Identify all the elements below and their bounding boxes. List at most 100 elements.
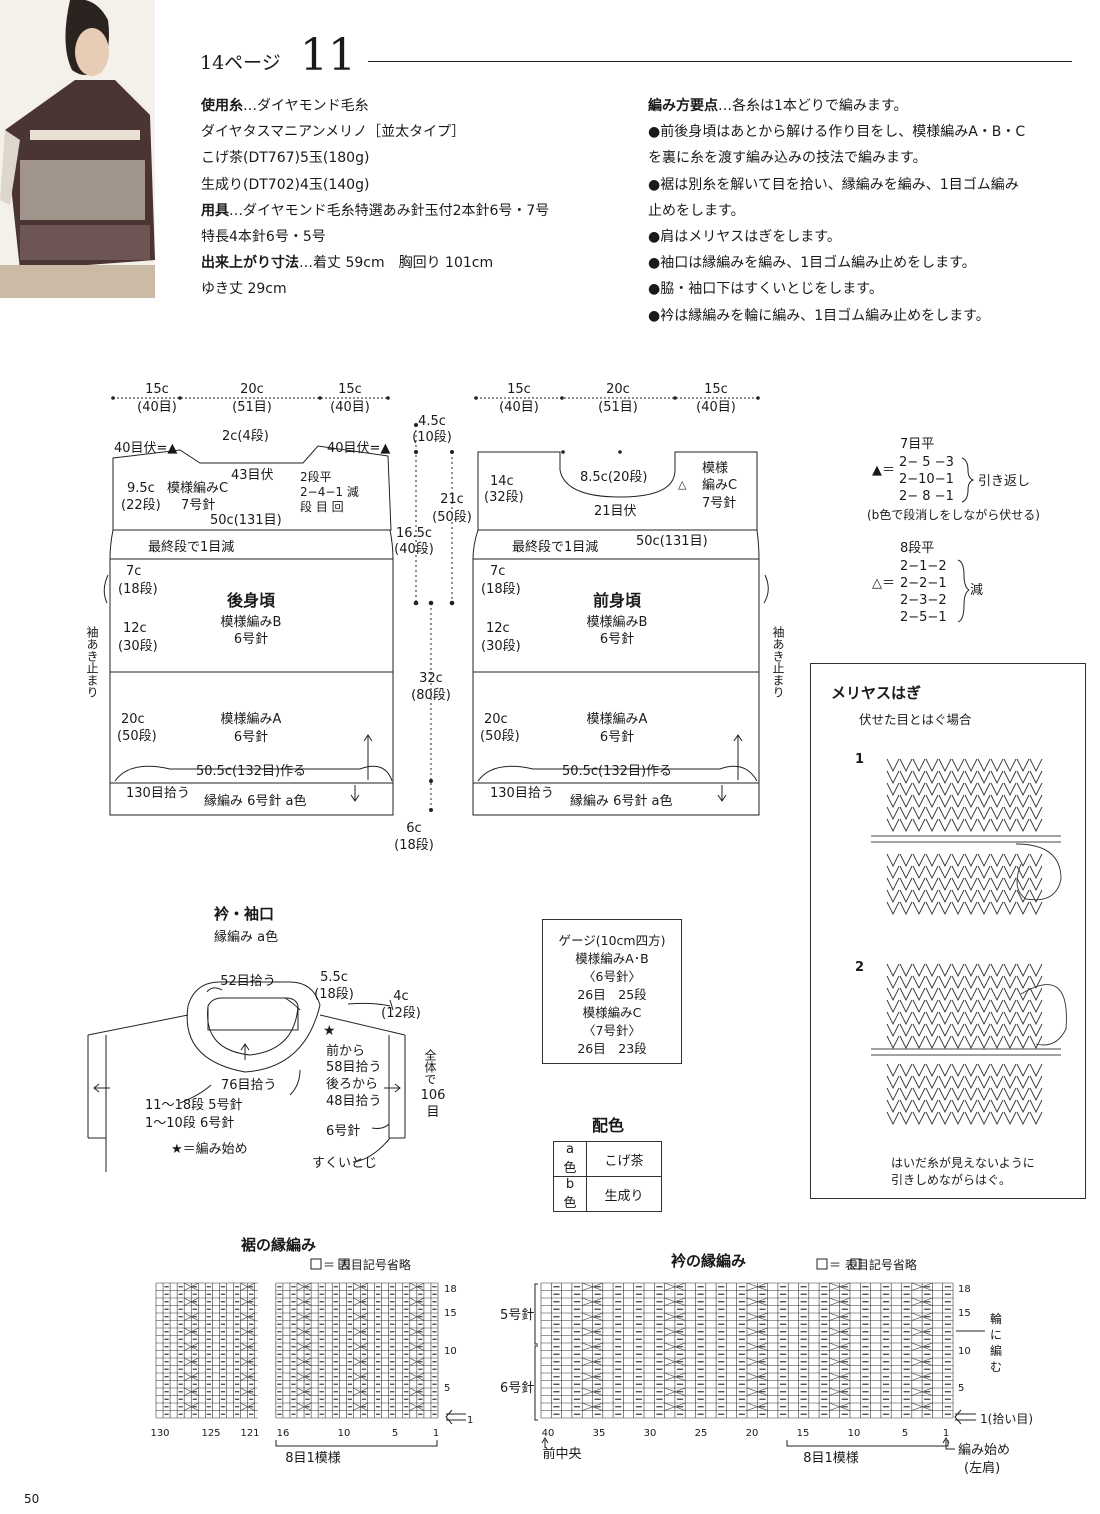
materials-line: 生成り(DT702)4玉(140g) [201, 176, 370, 193]
front-dim-left: 15c [507, 382, 531, 397]
ring-3: 編 [990, 1343, 1002, 1358]
col-y-5: 5 [958, 1383, 964, 1394]
front-32dan: (32段) [484, 490, 524, 505]
collar-18dan: (18段) [314, 987, 354, 1002]
back-needle7: 7号針 [181, 498, 215, 513]
ring-4: む [990, 1360, 1002, 1374]
col-x-15: 15 [797, 1428, 810, 1439]
cuff-4c: 4c [393, 989, 408, 1004]
hem-y-18: 18 [444, 1284, 457, 1295]
back-bind-left: 40目伏=▲ [114, 441, 177, 456]
front-12c: 12c [486, 621, 510, 636]
back-last-dec: 最終段で1目減 [148, 539, 234, 555]
back-width: 50c(131目) [210, 513, 282, 528]
legend-s2: 2−2−1 [900, 576, 947, 591]
cuff-sukui: すくいとじ [312, 1156, 377, 1171]
collar-rows1: 11〜18段 5号針 [145, 1098, 243, 1113]
front-patC: 模様 [702, 461, 728, 476]
back-cast-on: 50.5c(132目)作る [196, 764, 306, 779]
legend-tri-open: △＝ [872, 576, 895, 591]
collar-back: 後ろから [326, 1077, 378, 1092]
front-edging: 縁編み 6号針 a色 [570, 793, 673, 809]
back-dim-right: 15c [338, 382, 362, 397]
meriyasu-sub: 伏せた目とはぐ場合 [859, 712, 972, 727]
back-side-rows: (22段) [121, 498, 161, 513]
front-dim-mid-me: (51目) [598, 400, 638, 415]
collar-p76: 76目拾う [221, 1078, 277, 1093]
mid-6c: 6c [406, 821, 421, 836]
col-x-5: 5 [902, 1428, 908, 1439]
collar-repeat: 8目1模様 [803, 1451, 859, 1466]
mid-4.5c: 4.5c [418, 414, 446, 429]
legend-dec: 減 [970, 582, 983, 598]
points-line: ●裾は別糸を解いて目を拾い、縁編みを編み、1目ゴム編み [648, 176, 1019, 193]
cuff-total-n: 106 [421, 1088, 446, 1103]
cuff-total-me: 目 [426, 1105, 439, 1120]
col-x-20: 20 [746, 1428, 759, 1439]
front-needle6: 6号針 [600, 632, 634, 647]
hem-y-5: 5 [444, 1383, 450, 1394]
col-x-1: 1 [943, 1428, 949, 1439]
mid-40dan: (40段) [394, 542, 434, 557]
hem-x-121: 121 [240, 1428, 259, 1439]
gauge-line: 〈6号針〉 [583, 969, 641, 984]
hem-y-1: 1 [467, 1415, 473, 1426]
back-needle6: 6号針 [234, 632, 268, 647]
collar-row1: 1(拾い目) [980, 1411, 1033, 1426]
knitting-points-block: 編み方要点…各糸は1本どりで編みます。 ●前後身頃はあとから解ける作り目をし、模… [648, 93, 1025, 329]
collar-p58: 58目拾う [326, 1060, 382, 1075]
legend-r2: 2−10−1 [899, 472, 954, 487]
back-patternA: 模様編みA [221, 711, 282, 727]
mid-21c: 21c [440, 492, 464, 507]
hem-y-15: 15 [444, 1308, 457, 1319]
front-armhole-stop: 袖あき止まり [771, 625, 785, 698]
collar-start-a: 編み始め [958, 1442, 1010, 1458]
back-steps-header: 段 目 回 [300, 499, 344, 514]
front-patC2: 編みC [702, 477, 737, 493]
front-needle7: 7号針 [702, 496, 736, 511]
hem-chart-grid [155, 1282, 439, 1419]
back-dim-mid-me: (51目) [232, 400, 272, 415]
legend-s3: 2−3−2 [900, 593, 947, 608]
points-line: ●衿は縁編みを輪に編み、1目ゴム編み止めをします。 [648, 307, 990, 324]
page-number: 50 [24, 1492, 40, 1506]
materials-line: 用具…ダイヤモンド毛糸特選あみ針玉付2本針6号・7号 [201, 202, 550, 219]
front-patternA: 模様編みA [587, 711, 648, 727]
collar-center: 前中央 [542, 1446, 581, 1462]
mid-50dan: (50段) [432, 510, 472, 525]
front-20c: 20c [484, 712, 508, 727]
legend-8flat: 8段平 [900, 541, 934, 556]
back-30dan: (30段) [118, 639, 158, 654]
hem-repeat: 8目1模様 [285, 1451, 341, 1466]
gauge-line: 模様編みC [582, 1005, 642, 1020]
color-row: b色生成り [553, 1176, 662, 1212]
cuff-needle6: 6号針 [326, 1124, 360, 1139]
mid-10dan: (10段) [412, 430, 452, 445]
front-title: 前身頃 [593, 591, 642, 610]
back-12c: 12c [123, 621, 147, 636]
mid-32c: 32c [419, 671, 443, 686]
meriyasu-box: メリヤスはぎ 伏せた目とはぐ場合 1 2 はいだ糸が見えないように 引きしめなが… [810, 663, 1086, 1199]
back-armhole-stop: 袖あき止まり [85, 625, 99, 698]
materials-line: ゆき丈 29cm [201, 281, 287, 298]
collar-p48: 48目拾う [326, 1094, 382, 1109]
back-title: 後身頃 [227, 591, 276, 610]
collar-chart-title: 衿の縁編み [671, 1252, 746, 1270]
back-dim-mid: 20c [240, 382, 264, 397]
collar-title: 衿・袖口 [214, 905, 274, 923]
back-50dan: (50段) [117, 729, 157, 744]
meriyasu-title: メリヤスはぎ [831, 684, 922, 702]
col-y-10: 10 [958, 1346, 971, 1357]
front-dim-right: 15c [704, 382, 728, 397]
col-y-18: 18 [958, 1284, 971, 1295]
front-neck-bind: 21目伏 [594, 504, 637, 519]
front-50dan: (50段) [480, 729, 520, 744]
legend-s1: 2−1−2 [900, 559, 947, 574]
legend-s4: 2−5−1 [900, 610, 947, 625]
col-x-40: 40 [542, 1428, 555, 1439]
start-star: ★ [323, 1023, 336, 1039]
cuff-12dan: (12段) [381, 1006, 421, 1021]
gauge-line: 模様編みA･B [575, 951, 649, 966]
back-neck-depth: 2c(4段) [222, 429, 269, 444]
